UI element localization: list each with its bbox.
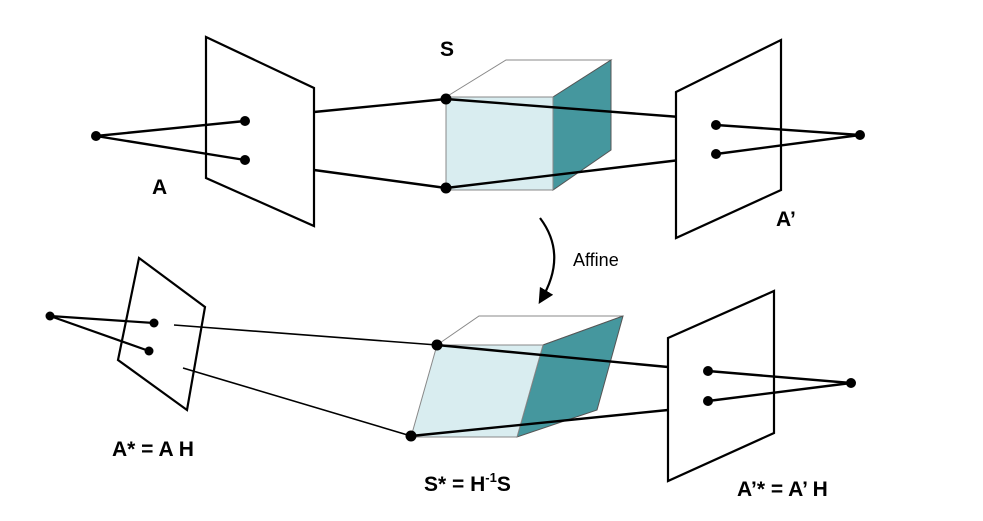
bottom-cube-point-upper (431, 339, 443, 351)
top-right-image-plane (674, 38, 783, 240)
label-s-star: S* = H-1S (424, 470, 511, 496)
label-a-prime: A’ (776, 208, 796, 231)
top-left-ray-lower (95, 134, 246, 162)
top-scene: S A A’ (91, 35, 865, 240)
top-right-camera-center (855, 130, 865, 140)
bottom-left-ray-lower (49, 314, 150, 353)
top-left-image-plane (204, 35, 316, 228)
bottom-right-ray-upper (707, 369, 852, 385)
top-ray-left-to-cube-lower (313, 168, 447, 190)
top-right-ray-upper (715, 123, 861, 137)
label-s-star-tail: S (497, 473, 511, 496)
top-left-camera-center (91, 131, 101, 141)
bottom-left-ray-upper (49, 314, 155, 325)
bottom-left-image-point-upper (149, 318, 159, 328)
bottom-right-ray-lower (707, 381, 852, 403)
bottom-cube-front-face (410, 344, 544, 438)
bottom-ray-cube-to-right-lower (410, 408, 669, 438)
curved-arrow (538, 217, 556, 304)
affine-transform-arrow: Affine (538, 217, 619, 304)
top-left-image-point-upper (240, 116, 250, 126)
bottom-left-image-point-lower (144, 346, 154, 356)
label-a-prime-star: A’* = A’ H (737, 478, 828, 501)
bottom-cube-point-lower (405, 430, 417, 442)
top-cube-front-face (445, 96, 554, 191)
top-left-image-point-lower (240, 155, 250, 165)
top-ray-left-to-cube-upper (313, 97, 447, 114)
bottom-ray-cube-to-right-upper (436, 343, 669, 369)
label-s: S (440, 38, 454, 61)
bottom-right-camera-center (846, 378, 856, 388)
top-left-ray-upper (95, 119, 246, 138)
label-affine: Affine (573, 250, 619, 270)
top-right-image-point-upper (711, 120, 721, 130)
bottom-left-image-plane (116, 256, 207, 412)
top-right-image-point-lower (711, 149, 721, 159)
bottom-right-image-plane (666, 289, 776, 483)
label-s-star-superscript: -1 (485, 470, 497, 485)
bottom-right-image-point-lower (703, 396, 713, 406)
top-ray-cube-to-right-upper (445, 97, 681, 119)
bottom-ray-left-to-cube-upper (173, 324, 438, 346)
top-cube-point-upper (440, 93, 452, 105)
label-a-star: A* = A H (112, 438, 194, 461)
bottom-right-image-point-upper (703, 366, 713, 376)
top-right-ray-lower (715, 133, 861, 156)
label-a: A (152, 176, 167, 199)
top-ray-cube-to-right-lower (445, 158, 681, 190)
top-cube-point-lower (440, 182, 452, 194)
bottom-scene: A* = A H S* = H-1S A’* = A’ H (45, 256, 856, 501)
bottom-ray-left-to-cube-lower (182, 367, 412, 437)
label-s-star-main: S* = H (424, 473, 485, 496)
bottom-left-camera-center (45, 311, 55, 321)
